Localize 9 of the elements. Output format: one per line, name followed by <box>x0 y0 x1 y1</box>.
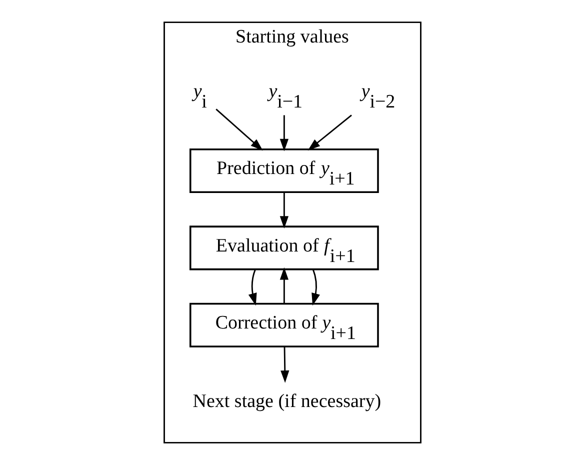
arrow <box>311 269 320 306</box>
arrow <box>279 192 288 228</box>
arrow <box>215 108 262 151</box>
arrow <box>280 346 289 383</box>
arrow <box>307 114 352 150</box>
node-text: Next stage (if necessary) <box>192 390 381 412</box>
arrow <box>279 267 288 304</box>
arrow <box>248 269 256 306</box>
arrow <box>279 115 288 152</box>
